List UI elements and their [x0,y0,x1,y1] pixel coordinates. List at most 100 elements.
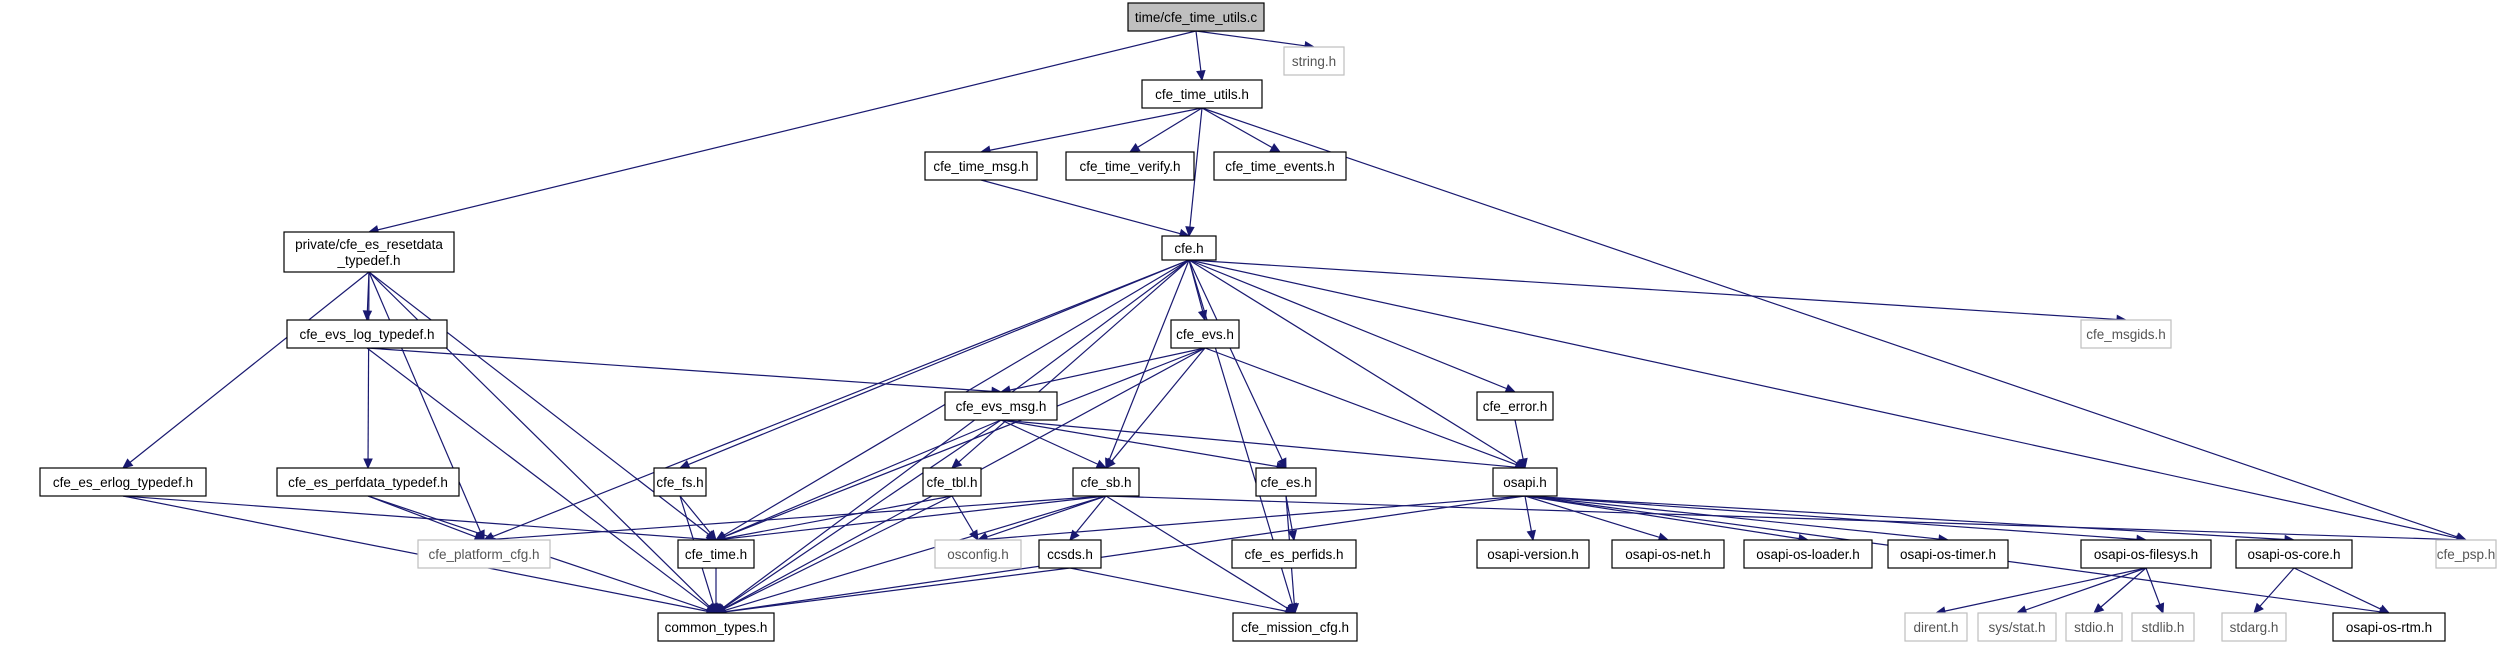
edge-cfe-h-to-osapi-h [1188,259,1518,464]
node-cfe-platform-cfg-h: cfe_platform_cfg.h [417,539,551,569]
node-label: cfe_time_events.h [1225,159,1335,174]
edge-resetdata-to-cfe-platform-cfg-h [368,271,482,532]
edge-root-to-cfe-time-utils-h [1195,30,1202,72]
node-osapi-os-net-h[interactable]: osapi-os-net.h [1611,539,1725,569]
node-label: cfe_error.h [1483,399,1548,414]
node-box [1743,539,1873,569]
edge-arrowhead [2155,602,2165,615]
node-label: sys/stat.h [1988,620,2045,635]
node-label: cfe_evs_msg.h [956,399,1047,414]
node-cfe-evs-h[interactable]: cfe_evs.h [1170,319,1240,349]
node-ccsds-h[interactable]: ccsds.h [1038,539,1102,569]
edge-cfe-h-to-cfe-platform-cfg-h [492,259,1190,538]
edge-arrowhead [1526,529,1536,542]
edge-cfe-fs-h-to-cfe-time-h [679,495,711,534]
node-resetdata[interactable]: private/cfe_es_resetdata_typedef.h [283,231,455,273]
node-box [2080,319,2172,349]
node-cfe-sb-h[interactable]: cfe_sb.h [1072,467,1140,497]
edge-cfe-es-h-to-cfe-es-perfids-h [1285,495,1293,532]
node-label: ccsds.h [1047,547,1093,562]
node-root[interactable]: time/cfe_time_utils.c [1127,2,1265,32]
edge-cfe-time-utils-h-to-cfe-h [1189,107,1203,228]
node-label: time/cfe_time_utils.c [1135,10,1258,25]
node-label: cfe_time.h [685,547,747,562]
node-label: cfe_time_utils.h [1155,87,1249,102]
edge-cfe-evs-log-typedef-h-to-cfe-evs-msg-h [366,347,993,392]
node-label: private/cfe_es_resetdata [295,237,443,252]
edge-cfe-evs-msg-h-to-cfe-sb-h [1000,419,1099,465]
node-label: osconfig.h [947,547,1009,562]
edge-cfe-time-utils-h-to-cfe-time-msg-h [989,107,1203,151]
node-label: cfe_psp.h [2437,547,2496,562]
node-dirent-h: dirent.h [1904,612,1968,642]
edge-arrowhead [2378,604,2391,614]
node-cfe-time-events-h[interactable]: cfe_time_events.h [1213,151,1347,181]
node-osapi-os-core-h[interactable]: osapi-os-core.h [2235,539,2353,569]
edge-cfe-sb-h-to-ccsds-h [1075,495,1107,534]
edge-osapi-os-filesys-h-to-stdlib-h [2145,567,2161,605]
edge-arrowhead [706,529,717,541]
node-box [2221,612,2287,642]
node-cfe-h[interactable]: cfe.h [1161,235,1217,261]
edge-arrowhead [1504,384,1517,393]
node-box [1887,539,2009,569]
edge-cfe-sb-h-to-common-types-h [724,495,1107,611]
node-label: osapi-os-loader.h [1756,547,1860,562]
node-box [283,231,455,273]
node-label: osapi-version.h [1487,547,1579,562]
node-cfe-tbl-h[interactable]: cfe_tbl.h [922,467,982,497]
edge-arrowhead [1269,143,1282,153]
edge-arrowhead [1128,142,1141,153]
node-label: cfe_sb.h [1080,475,1131,490]
node-cfe-es-h[interactable]: cfe_es.h [1255,467,1317,497]
node-label: cfe_es_erlog_typedef.h [53,475,193,490]
node-box [1476,539,1590,569]
node-box [2435,539,2497,569]
node-osapi-os-rtm-h[interactable]: osapi-os-rtm.h [2332,612,2446,642]
node-cfe-es-perfdata-typedef-h[interactable]: cfe_es_perfdata_typedef.h [276,467,460,497]
edge-arrowhead [362,310,373,322]
node-cfe-time-msg-h[interactable]: cfe_time_msg.h [924,151,1038,181]
node-box [276,467,460,497]
edge-cfe-h-to-cfe-error-h [1188,259,1507,390]
node-box [417,539,551,569]
edge-osapi-h-to-osapi-os-core-h [1524,495,2286,541]
node-osapi-os-timer-h[interactable]: osapi-os-timer.h [1887,539,2009,569]
node-cfe-es-perfids-h[interactable]: cfe_es_perfids.h [1231,539,1357,569]
edge-osapi-os-filesys-h-to-sys-stat-h [2025,567,2147,611]
edge-root-to-resetdata [377,30,1197,231]
node-cfe-fs-h[interactable]: cfe_fs.h [653,467,707,497]
node-cfe-error-h[interactable]: cfe_error.h [1476,391,1554,421]
edge-arrowhead [1287,529,1297,542]
node-label: osapi-os-net.h [1625,547,1711,562]
node-stdarg-h: stdarg.h [2221,612,2287,642]
node-label: string.h [1292,54,1336,69]
edge-cfe-evs-h-to-cfe-evs-msg-h [1009,347,1206,391]
edge-osapi-h-to-osconfig-h [986,495,1526,540]
edge-cfe-evs-h-to-cfe-time-h [724,347,1206,538]
node-osapi-os-filesys-h[interactable]: osapi-os-filesys.h [2080,539,2212,569]
edge-cfe-time-utils-h-to-cfe-time-verify-h [1137,107,1203,148]
node-label: osapi-os-rtm.h [2346,620,2432,635]
node-cfe-time-utils-h[interactable]: cfe_time_utils.h [1141,79,1263,109]
node-osapi-os-loader-h[interactable]: osapi-os-loader.h [1743,539,1873,569]
node-cfe-mission-cfg-h[interactable]: cfe_mission_cfg.h [1232,612,1358,642]
node-cfe-evs-log-typedef-h[interactable]: cfe_evs_log_typedef.h [286,319,448,349]
node-common-types-h[interactable]: common_types.h [657,612,775,642]
node-stdlib-h: stdlib.h [2131,612,2195,642]
node-osapi-version-h[interactable]: osapi-version.h [1476,539,1590,569]
node-cfe-evs-msg-h[interactable]: cfe_evs_msg.h [944,391,1058,421]
node-cfe-psp-h: cfe_psp.h [2435,539,2497,569]
node-cfe-es-erlog-typedef-h[interactable]: cfe_es_erlog_typedef.h [39,467,207,497]
node-label: cfe_es_perfids.h [1244,547,1343,562]
node-box [1170,319,1240,349]
edge-arrowhead [2093,603,2105,614]
node-label: cfe_platform_cfg.h [428,547,539,562]
node-osapi-h[interactable]: osapi.h [1492,467,1558,497]
node-cfe-time-h[interactable]: cfe_time.h [677,539,755,569]
node-box [2131,612,2195,642]
node-label: cfe_time_msg.h [933,159,1028,174]
node-cfe-time-verify-h[interactable]: cfe_time_verify.h [1065,151,1195,181]
node-box [944,391,1058,421]
